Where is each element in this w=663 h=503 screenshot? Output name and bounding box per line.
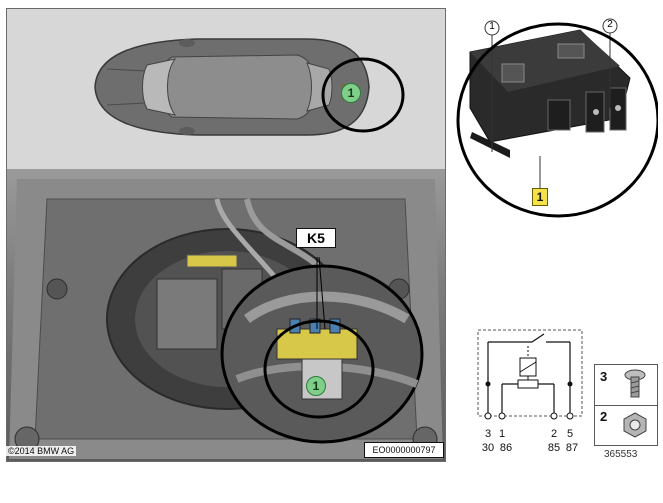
image-code: EO0000000797 (364, 442, 444, 458)
relay-illustration (456, 18, 660, 218)
hardware-row-1: 3 (595, 365, 657, 406)
trunk-photo (7, 169, 445, 461)
reference-number: 365553 (604, 449, 638, 460)
pin-top-3: 2 (550, 428, 558, 440)
hardware-box: 3 2 (594, 364, 658, 446)
pin-bottom-4: 87 (565, 442, 579, 454)
relay-callout-terminal-left: 1 (489, 21, 495, 32)
relay-schematic: 3 1 2 5 30 86 85 87 (474, 328, 586, 460)
pin-top-1: 3 (484, 428, 492, 440)
pin-top-4: 5 (566, 428, 574, 440)
hardware-row-2: 2 (595, 405, 657, 445)
trunk-illustration (9, 179, 443, 459)
pin-bottom-2: 86 (499, 442, 513, 454)
car-location-badge: 1 (341, 83, 361, 103)
copyright: ©2014 BMW AG (6, 446, 77, 456)
photo-panel: 1 (6, 8, 446, 462)
nut-icon (623, 412, 647, 438)
pin-bottom-1: 30 (481, 442, 495, 454)
relay-callout-1: 1 (532, 188, 548, 206)
car-top-view: 1 (7, 9, 445, 169)
screw-icon (624, 369, 646, 398)
car-illustration (94, 38, 405, 136)
relay-callout-terminal-right: 2 (607, 19, 613, 30)
relay-detail: 1 2 1 (450, 8, 660, 218)
k5-label: K5 (296, 228, 336, 248)
zoom-location-badge: 1 (306, 376, 326, 396)
hardware-number-2: 2 (600, 409, 608, 424)
hardware-number-1: 3 (600, 369, 608, 384)
pin-top-2: 1 (498, 428, 506, 440)
pin-bottom-3: 85 (547, 442, 561, 454)
schematic-drawing (477, 329, 583, 420)
